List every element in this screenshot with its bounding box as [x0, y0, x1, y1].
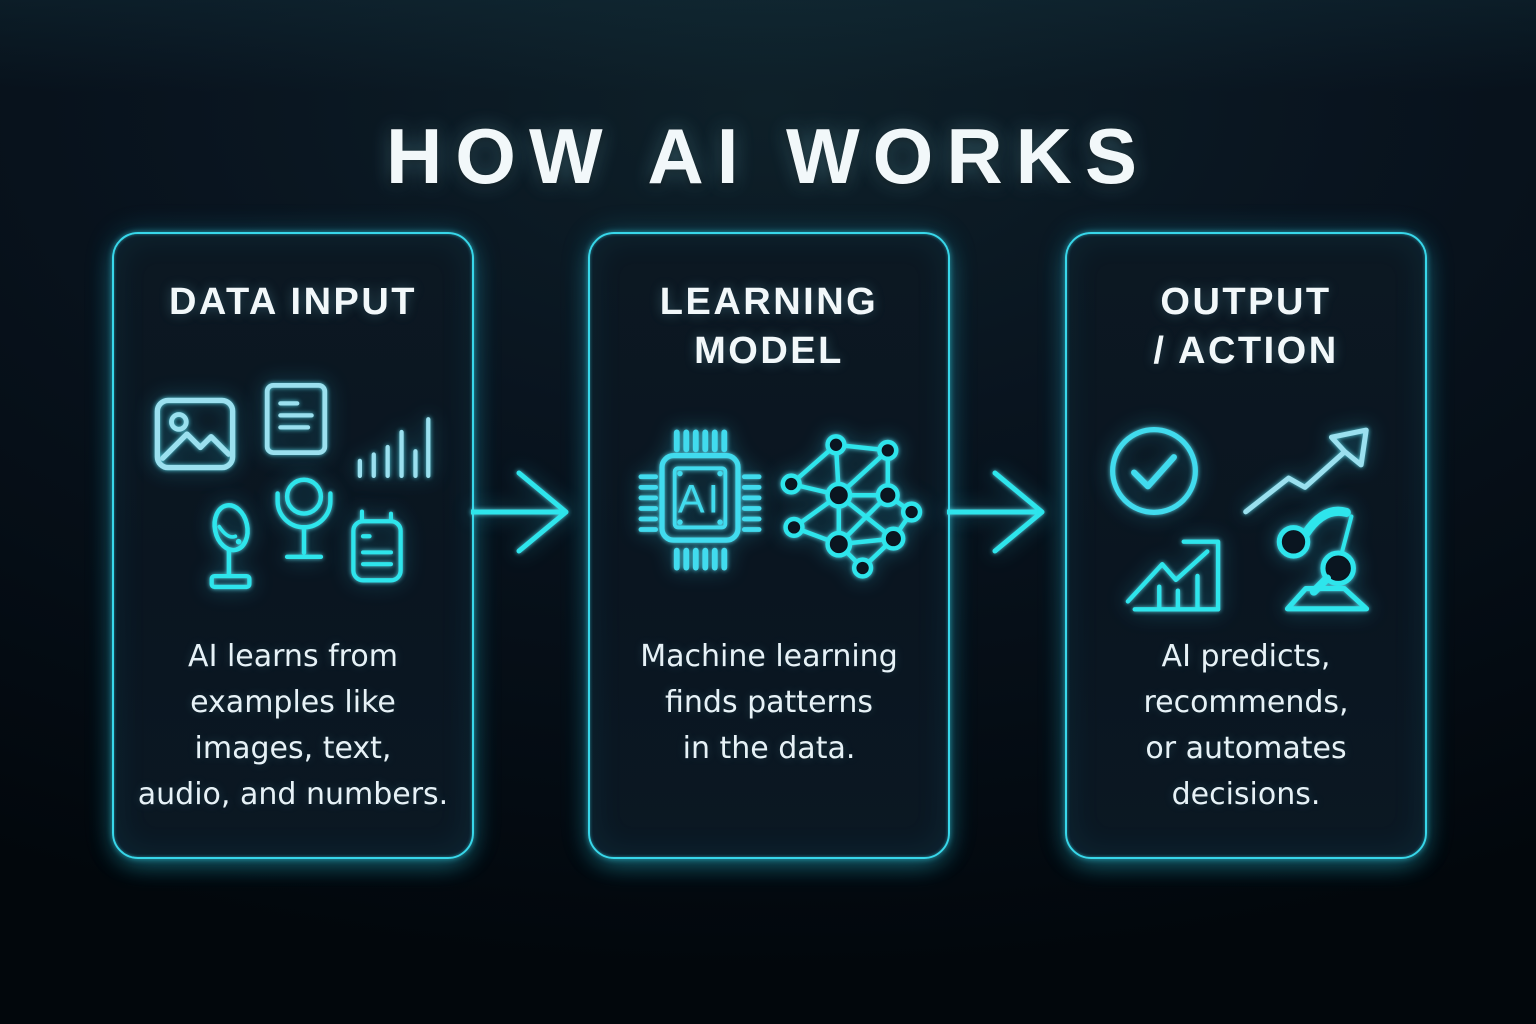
description-line: audio, and numbers.: [137, 777, 449, 812]
neural-network-icon: [780, 432, 923, 579]
description-line: Machine learning: [640, 639, 898, 674]
card-heading-line: LEARNING: [659, 281, 879, 323]
card-description: AI predicts, recommends, or automates de…: [1073, 634, 1419, 818]
card-output-action: OUTPUT / ACTION: [1065, 232, 1427, 859]
card-description: AI learns from examples like images, tex…: [120, 634, 466, 818]
card-description: Machine learning finds patterns in the d…: [596, 634, 942, 772]
description-line: in the data.: [682, 731, 856, 766]
audio-bars-icon: [354, 416, 432, 478]
chip-label: AI: [678, 478, 722, 522]
card-heading: DATA INPUT: [114, 278, 472, 327]
studio-microphone-icon: [266, 472, 342, 572]
checkmark-circle-icon: [1105, 422, 1203, 520]
card-learning-model: LEARNING MODEL AI: [588, 232, 950, 859]
bar-chart-icon: [1123, 528, 1221, 620]
description-line: images, text,: [194, 731, 392, 766]
page-title: HOW AI WORKS: [385, 112, 1151, 201]
card-data-input: DATA INPUT: [112, 232, 474, 859]
growth-arrow-icon: [1239, 424, 1377, 522]
card-heading: LEARNING MODEL: [590, 278, 948, 376]
desk-microphone-icon: [202, 496, 258, 596]
right-arrow-icon: [468, 466, 571, 558]
image-icon: [152, 394, 238, 474]
description-line: finds patterns: [665, 685, 873, 720]
description-line: decisions.: [1171, 777, 1321, 812]
description-line: AI learns from: [188, 639, 398, 674]
description-line: examples like: [190, 685, 396, 720]
right-arrow-icon: [944, 466, 1047, 558]
card-heading: OUTPUT / ACTION: [1067, 278, 1425, 376]
description-line: or automates: [1145, 731, 1347, 766]
card-heading-line: DATA INPUT: [168, 281, 418, 323]
card-heading-line: OUTPUT: [1160, 281, 1332, 323]
card-heading-line: / ACTION: [1153, 330, 1339, 372]
robot-arm-icon: [1273, 486, 1379, 620]
description-line: AI predicts,: [1161, 639, 1331, 674]
ai-chip-icon: AI: [634, 424, 766, 576]
card-heading-line: MODEL: [694, 330, 844, 372]
voice-recorder-icon: [348, 508, 406, 586]
description-line: recommends,: [1143, 685, 1349, 720]
document-icon: [260, 380, 332, 458]
